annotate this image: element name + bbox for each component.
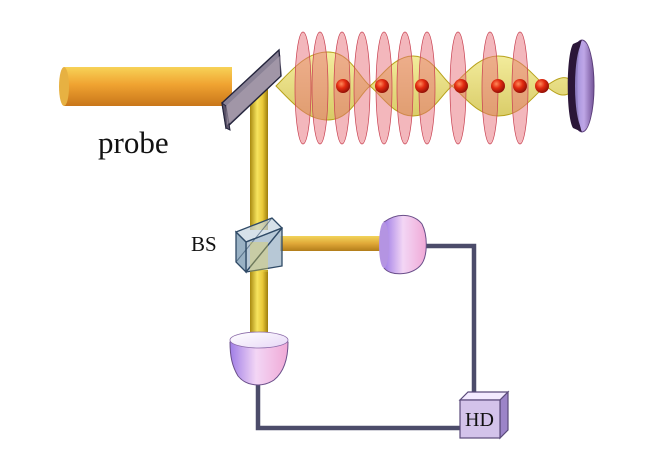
- signal-cables: [255, 243, 477, 431]
- split-beam: [280, 236, 386, 251]
- atom: [415, 79, 429, 93]
- cavity: [275, 31, 579, 145]
- beam-splitter: [234, 217, 284, 274]
- probe-beam: [59, 67, 232, 106]
- photodetector-lower: [229, 331, 289, 386]
- standing-wave: [294, 31, 529, 145]
- atoms: [336, 79, 549, 93]
- atom: [375, 79, 389, 93]
- probe-label: probe: [98, 125, 169, 160]
- beam-splitter-label: BS: [191, 232, 217, 256]
- output-beam: [250, 88, 268, 342]
- cavity-mirror: [567, 39, 595, 133]
- atom: [491, 79, 505, 93]
- atom: [513, 79, 527, 93]
- input-mirror: [221, 48, 282, 131]
- cable-upper-detector-to-hd: [424, 243, 477, 400]
- photodetector-upper: [379, 215, 427, 275]
- atom: [336, 79, 350, 93]
- atom: [454, 79, 468, 93]
- homodyne-detector-label: HD: [465, 409, 494, 431]
- cable-lower-detector-to-hd: [255, 383, 460, 431]
- atom: [535, 79, 549, 93]
- homodyne-detector-box: [458, 390, 510, 440]
